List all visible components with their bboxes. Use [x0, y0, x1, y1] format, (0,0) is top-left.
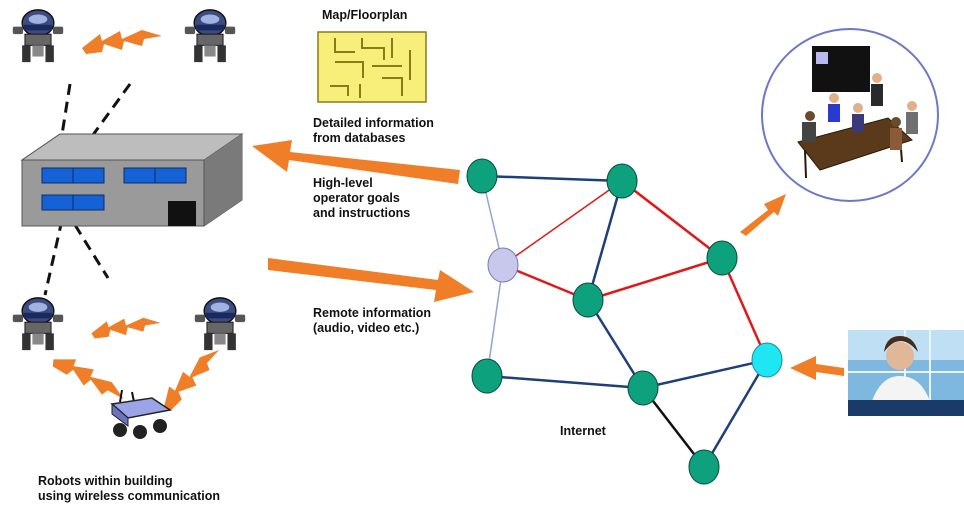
- network-node: [706, 240, 738, 276]
- internet-label: Internet: [560, 424, 606, 438]
- robots-caption-line1: Robots within building: [38, 474, 173, 488]
- network-node: [688, 449, 720, 485]
- robot-icon: [184, 9, 236, 63]
- video-conference-icon: [848, 330, 964, 416]
- operator-label-line3: and instructions: [313, 206, 411, 220]
- network-node: [627, 370, 659, 406]
- robots-caption-line2: using wireless communication: [38, 489, 220, 503]
- network-node: [572, 282, 604, 318]
- network-node: [471, 358, 503, 394]
- arrow-from-videoconference: [790, 356, 844, 380]
- network-nodes: [466, 158, 783, 485]
- wireless-link-bolt: [91, 317, 161, 339]
- network-node: [751, 342, 783, 378]
- robot-icon: [12, 9, 64, 63]
- wireless-link-bolt: [82, 30, 162, 54]
- robot-icon: [194, 297, 246, 351]
- meeting-room-icon: [761, 28, 939, 202]
- remote-info-label-line2: (audio, video etc.): [313, 321, 420, 335]
- building-icon: [20, 133, 244, 227]
- map-title-label: Map/Floorplan: [322, 8, 408, 22]
- network-node: [466, 158, 498, 194]
- detailed-info-label-line2: from databases: [313, 131, 406, 145]
- wireless-link-bolt: [152, 345, 231, 414]
- robot-icon: [12, 297, 64, 351]
- remote-info-label-line1: Remote information: [313, 306, 432, 320]
- rover-robot-icon: [110, 389, 172, 439]
- operator-label-line2: operator goals: [313, 191, 400, 205]
- network-links: [481, 174, 769, 468]
- arrow-to-building: [252, 140, 460, 184]
- floorplan-icon: [317, 31, 427, 103]
- detailed-info-label-line1: Detailed information: [313, 116, 434, 130]
- arrow-to-meeting: [740, 194, 786, 236]
- network-node: [606, 163, 638, 199]
- arrow-to-internet: [268, 258, 474, 302]
- network-node: [487, 247, 519, 283]
- operator-label-line1: High-level: [313, 176, 373, 190]
